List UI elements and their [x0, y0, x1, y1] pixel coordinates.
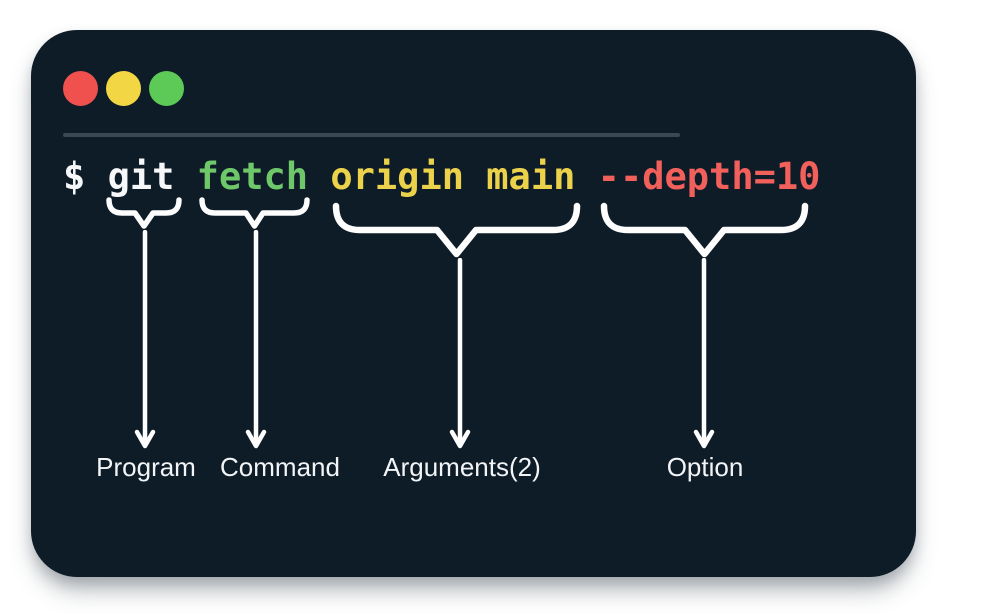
close-button-icon[interactable] [63, 71, 98, 106]
minimize-button-icon[interactable] [106, 71, 141, 106]
program-arrow-icon [134, 230, 156, 449]
prompt-symbol: $ [63, 155, 86, 198]
window-controls [63, 71, 184, 106]
option-label: Option [666, 452, 744, 482]
arguments-brace [332, 202, 581, 258]
command-token-command: fetch [196, 155, 309, 198]
header-divider [63, 133, 680, 137]
arguments-arrow-icon [449, 258, 471, 449]
command-line: $ git fetch origin main --depth=10 [63, 158, 820, 195]
maximize-button-icon[interactable] [149, 71, 184, 106]
command-arrow-icon [245, 230, 267, 449]
command-token-option: --depth=10 [597, 155, 821, 198]
option-brace [600, 202, 809, 258]
command-token-arguments: origin main [330, 155, 576, 198]
command-token-program: git [107, 155, 175, 198]
option-arrow-icon [693, 258, 715, 449]
program-brace [106, 197, 182, 229]
command-brace [199, 197, 310, 229]
command-label: Command [220, 452, 340, 482]
program-label: Program [96, 452, 196, 482]
arguments-label: Arguments(2) [383, 452, 541, 482]
terminal-window: $ git fetch origin main --depth=10 Program C… [31, 30, 916, 577]
